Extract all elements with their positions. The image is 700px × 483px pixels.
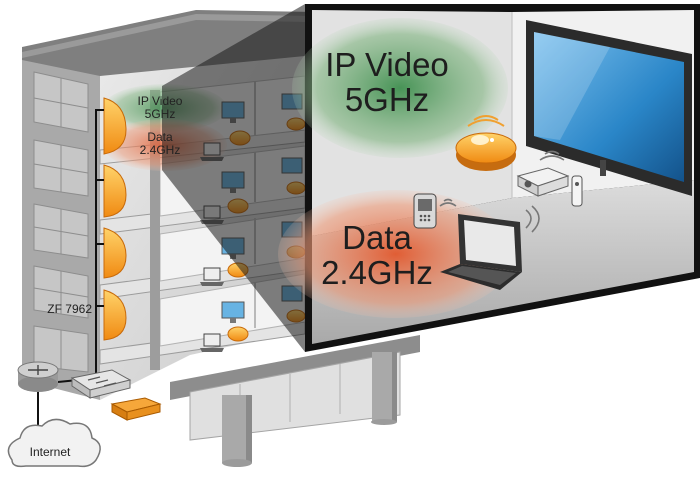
ip-video-label-small: IP Video 5GHz	[127, 95, 193, 120]
data-band: 2.4GHz	[321, 253, 433, 291]
ip-video-label-large: IP Video 5GHz	[312, 46, 462, 118]
tv-icon	[526, 20, 692, 196]
building-pillars	[222, 352, 397, 467]
laptop-icon	[200, 333, 224, 352]
wifi-icon	[467, 115, 505, 127]
data-title: Data	[342, 219, 412, 256]
access-point-icon	[103, 97, 127, 155]
projector-icon	[516, 167, 570, 197]
cloud-icon	[7, 418, 101, 468]
floor-access-points	[103, 97, 127, 341]
zoom-callout	[162, 4, 700, 352]
laptop-icon	[440, 214, 522, 290]
ip-video-zone-large	[292, 18, 508, 158]
access-point-icon	[455, 132, 517, 171]
phone-icon	[413, 193, 437, 229]
access-point-icon	[103, 164, 127, 218]
ip-video-title: IP Video	[325, 46, 449, 83]
access-point-icon	[227, 326, 249, 342]
access-point-icon	[103, 227, 127, 279]
model-label: ZF 7962	[47, 302, 92, 316]
access-point-icon	[103, 289, 127, 341]
data-label-small: Data 2.4GHz	[127, 131, 193, 156]
ip-video-title: IP Video	[137, 94, 183, 108]
wifi-icon	[539, 150, 565, 161]
laptop-icon	[200, 267, 224, 286]
ip-video-band: 5GHz	[344, 80, 430, 118]
remote-icon	[571, 175, 583, 207]
controller-icon	[110, 397, 162, 421]
internet-label: Internet	[29, 445, 71, 459]
data-band: 2.4GHz	[139, 142, 181, 157]
monitor-icon	[221, 301, 245, 323]
data-label-large: Data 2.4GHz	[302, 219, 452, 291]
switch-icon	[70, 369, 132, 399]
wifi-icon	[525, 205, 540, 233]
data-title: Data	[147, 130, 173, 144]
ip-video-band: 5GHz	[144, 106, 176, 121]
router-icon	[17, 361, 59, 392]
wifi-icon	[439, 198, 457, 207]
data-zone-large	[278, 190, 514, 318]
